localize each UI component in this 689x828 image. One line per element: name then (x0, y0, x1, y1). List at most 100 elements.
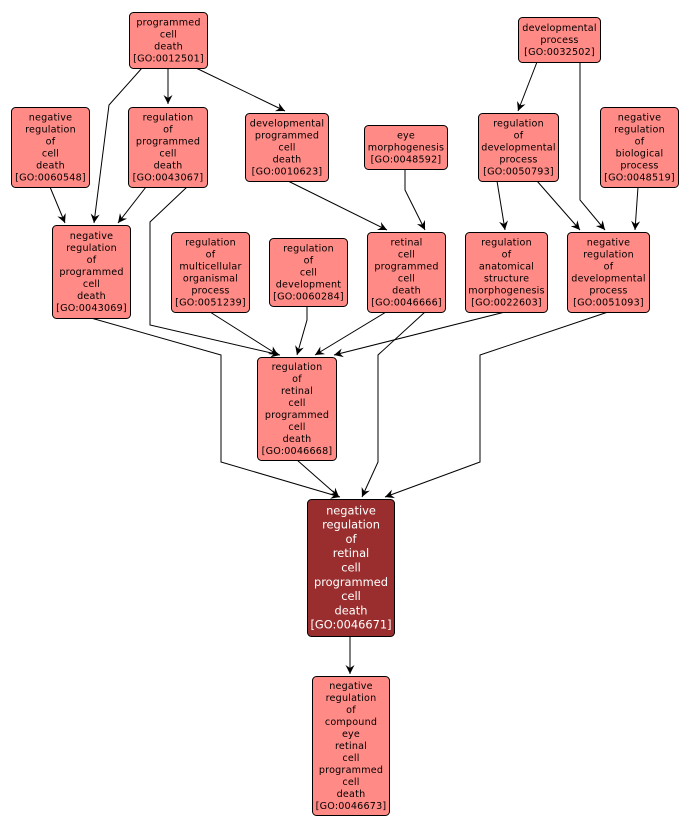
node-label-line: cell (341, 589, 361, 603)
node-box[interactable] (465, 232, 548, 313)
term-node[interactable]: regulationofretinalcellprogrammedcelldea… (257, 357, 337, 461)
node-label-line: retinal (281, 386, 313, 397)
node-label-line: structure (484, 273, 529, 284)
edge-line (404, 169, 426, 231)
edge (579, 62, 606, 231)
arrowhead-icon (416, 219, 425, 230)
node-box[interactable] (171, 232, 250, 313)
node-label-line: programmed (255, 130, 319, 141)
node-go-id: [GO:0051093] (573, 297, 644, 308)
term-node[interactable]: regulationofdevelopmentalprocess[GO:0050… (478, 113, 559, 182)
term-node[interactable]: regulationofprogrammedcelldeath[GO:00430… (128, 107, 208, 188)
node-label-line: morphogenesis (368, 142, 444, 153)
node-label-line: of (514, 130, 524, 141)
edge (295, 306, 308, 356)
node-label-line: cell (83, 279, 100, 290)
node-box[interactable] (312, 676, 390, 816)
term-node[interactable]: negativeregulationofcompoundeyeretinalce… (312, 676, 390, 816)
node-box[interactable] (307, 499, 395, 637)
node-label-line: negative (587, 237, 631, 248)
node-label-line: multicellular (179, 261, 241, 272)
node-label-line: of (346, 532, 358, 546)
node-box[interactable] (245, 113, 329, 182)
node-box[interactable] (11, 107, 90, 188)
node-label-line: death (273, 154, 302, 165)
focus-term-node[interactable]: negativeregulationofretinalcellprogramme… (307, 499, 395, 637)
node-go-id: [GO:0046668] (262, 446, 333, 457)
node-label-line: death (392, 285, 421, 296)
node-box[interactable] (364, 125, 448, 170)
term-node[interactable]: negativeregulationofcelldeath[GO:0060548… (11, 107, 90, 188)
edge (345, 636, 355, 674)
node-label-line: of (502, 249, 512, 260)
node-go-id: [GO:0046673] (316, 801, 387, 812)
edge-line (361, 311, 426, 498)
term-node[interactable]: negativeregulationofdevelopmentalprocess… (567, 232, 650, 313)
edge-line (296, 459, 340, 498)
arrowhead-icon (57, 212, 66, 223)
node-label-line: cell (42, 148, 59, 159)
term-node[interactable]: negativeregulationofprogrammedcelldeath[… (52, 225, 131, 319)
arrowhead-icon (595, 220, 605, 230)
node-label-line: programmed (265, 410, 329, 421)
node-label-line: cell (342, 777, 359, 788)
edge (49, 186, 66, 224)
node-label-line: cell (160, 29, 177, 40)
node-label-line: regulation (326, 693, 377, 704)
term-node[interactable]: regulationofanatomicalstructuremorphogen… (465, 232, 548, 313)
edge (536, 180, 581, 231)
node-label-line: process (499, 154, 537, 165)
term-node[interactable]: developmentalprogrammedcelldeath[GO:0010… (245, 113, 329, 182)
node-box[interactable] (269, 238, 348, 307)
node-box[interactable] (567, 232, 650, 313)
node-label-line: retinal (390, 237, 422, 248)
arrowhead-icon (570, 220, 580, 230)
edge-line (496, 180, 506, 231)
node-box[interactable] (518, 17, 601, 63)
edge (117, 186, 147, 224)
edge (361, 311, 426, 498)
edge-line (117, 186, 147, 224)
node-label-line: regulation (481, 237, 532, 248)
node-label-line: cell (300, 267, 317, 278)
node-box[interactable] (257, 357, 337, 461)
node-box[interactable] (478, 113, 559, 182)
node-label-line: negative (618, 112, 662, 123)
node-label-line: regulation (143, 112, 194, 123)
edge (333, 311, 506, 358)
edge (296, 459, 340, 498)
node-label-line: eye (397, 130, 415, 141)
arrowhead-icon (334, 348, 344, 358)
edge (90, 67, 143, 224)
node-label-line: regulation (272, 362, 323, 373)
node-label-line: programmed (136, 136, 200, 147)
node-box[interactable] (367, 232, 446, 313)
node-label-line: retinal (335, 741, 367, 752)
node-go-id: [GO:0022603] (471, 297, 542, 308)
node-box[interactable] (52, 225, 131, 319)
node-box[interactable] (128, 107, 208, 188)
node-box[interactable] (129, 12, 208, 69)
term-node[interactable]: regulationofmulticellularorganismalproce… (171, 232, 250, 313)
edge (209, 311, 279, 356)
node-box[interactable] (600, 107, 679, 188)
arrowhead-icon (267, 346, 278, 355)
arrowhead-icon (274, 103, 285, 112)
term-node[interactable]: retinalcellprogrammedcelldeath[GO:004666… (367, 232, 446, 313)
node-label-line: process (191, 285, 229, 296)
node-label-line: of (635, 136, 645, 147)
node-label-line: of (46, 136, 56, 147)
node-label-line: cell (278, 142, 295, 153)
term-node[interactable]: negativeregulationofbiologicalprocess[GO… (600, 107, 679, 188)
node-label-line: retinal (333, 546, 369, 560)
edge-line (149, 186, 281, 356)
edge-line (536, 180, 581, 231)
node-label-line: of (346, 705, 356, 716)
node-go-id: [GO:0043067] (133, 172, 204, 183)
